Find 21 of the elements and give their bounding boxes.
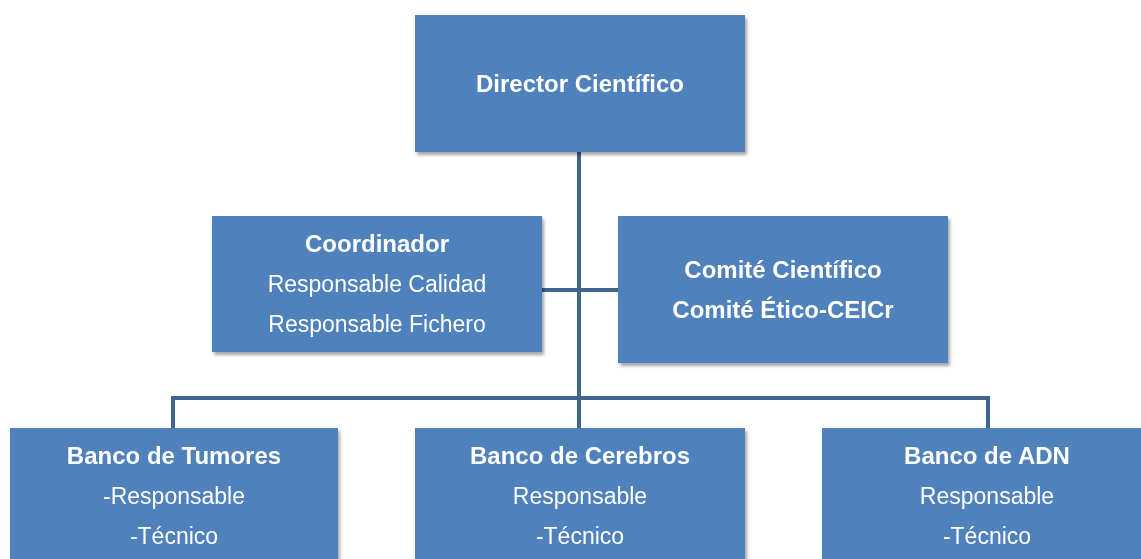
box-heading: Director Científico [476,68,684,99]
box-heading: Comité Científico [684,254,882,285]
box-text: -Técnico [942,522,1032,551]
box-heading: Banco de Cerebros [469,441,691,471]
box-text: Responsable Fichero [268,310,486,339]
org-box [415,15,745,152]
box-text: Responsable [512,482,648,511]
org-box [822,428,1141,559]
box-heading: Banco de Tumores [66,441,282,471]
box-heading: Coordinador [305,229,449,259]
org-box [212,216,542,352]
box-text: Responsable Calidad [267,270,487,299]
box-text: -Técnico [129,522,219,551]
box-text: Responsable [919,482,1055,511]
box-text: -Técnico [535,522,625,551]
box-heading: Banco de ADN [904,441,1070,471]
box-text: -Responsable [103,482,245,511]
org-box [10,428,338,559]
org-box [415,428,745,559]
org-box [618,216,948,363]
box-heading: Comité Ético-CEICr [672,294,894,325]
